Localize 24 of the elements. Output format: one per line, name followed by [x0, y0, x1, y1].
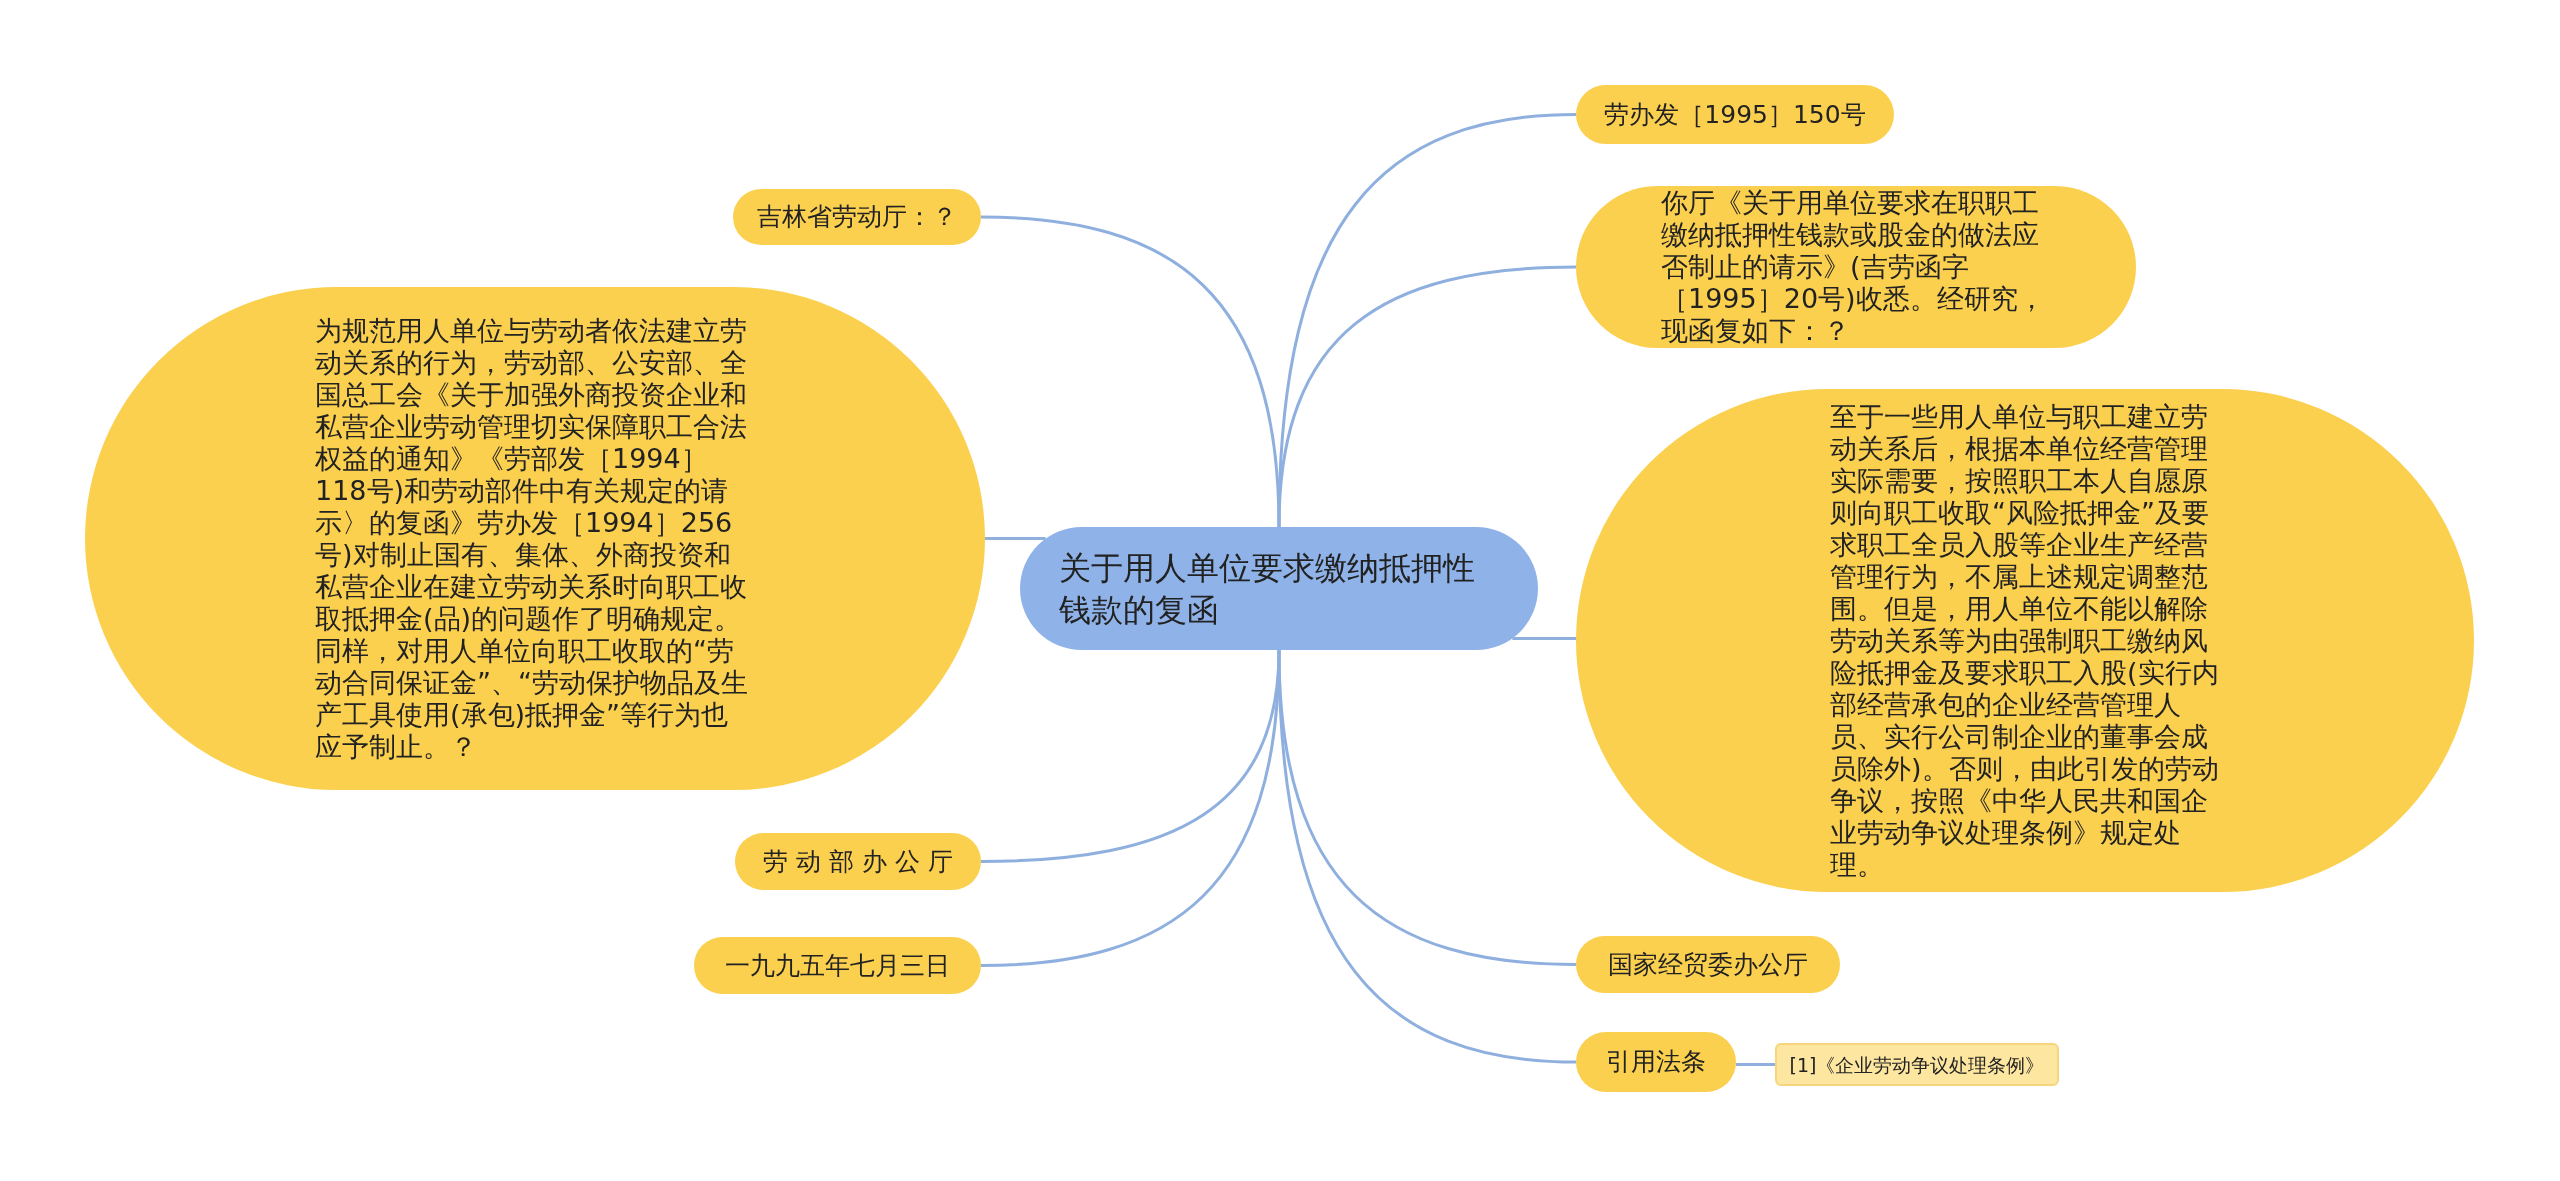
- topic-bubble: [694, 937, 981, 994]
- connector-line: [985, 537, 1046, 540]
- topic-text: 一九九五年七月三日: [725, 950, 950, 981]
- topic-text: [1]《企业劳动争议处理条例》: [1789, 1052, 2045, 1077]
- connector-line: [1735, 1063, 1775, 1066]
- topic-text: 劳 动 部 办 公 厅: [763, 846, 953, 877]
- topic-text: 为规范用人单位与劳动者依法建立劳动关系的行为，劳动部、公安部、全国总工会《关于加强外商投资企业和私营企业劳动管理切实保障职工合法权益的通知》《劳部发［1994］118号)和劳动部件中有关规定的请示〉的复函》劳办发［1994］256号)对制止国有、集体、外商投资和私营企业在建立劳动关系时向职工收取抵押金(品)的问题作了明确规定。同样，对用人单位向职工收取的“劳动合同保证金”、“劳动保护物品及生产工具使用(承包)抵押金”等行为也应予制止。？: [315, 314, 749, 763]
- topic-bubble: [1576, 936, 1840, 993]
- topic-bubble: [733, 189, 981, 245]
- connector-line: [1277, 113, 1577, 528]
- topic-bubble: [735, 833, 981, 890]
- connector-line: [1277, 649, 1577, 1064]
- topic-text: 你厅《关于用单位要求在职职工缴纳抵押性钱款或股金的做法应否制止的请示》(吉劳函字［1995］20号)收悉。经研究，现函复如下：？: [1661, 187, 2046, 347]
- topic-text: 关于用人单位要求缴纳抵押性钱款的复函: [1059, 547, 1476, 631]
- connector-line: [980, 649, 1281, 967]
- topic-bubble: [1576, 1032, 1736, 1092]
- topic-text: 至于一些用人单位与职工建立劳动关系后，根据本单位经营管理实际需要，按照职工本人自愿原则向职工收取“风险抵押金”及要求职工全员入股等企业生产经营管理行为，不属上述规定调整范围。但是，用人单位不能以解除劳动关系等为由强制职工缴纳风险抵押金及要求职工入股(实行内部经营承包的企业经营管理人员、实行公司制企业的董事会成员除外)。否则，由此引发的劳动争议，按照《中华人民共和国企业劳动争议处理条例》规定处理。: [1830, 400, 2220, 881]
- connector-line: [1277, 265, 1577, 528]
- topic-text: 劳办发［1995］150号: [1604, 99, 1866, 130]
- connector-line: [1512, 637, 1576, 640]
- topic-text: 国家经贸委办公厅: [1608, 949, 1808, 980]
- topic-text: 吉林省劳动厅：？: [757, 202, 957, 232]
- topic-text: 引用法条: [1606, 1047, 1706, 1077]
- note-box: [1775, 1043, 2059, 1086]
